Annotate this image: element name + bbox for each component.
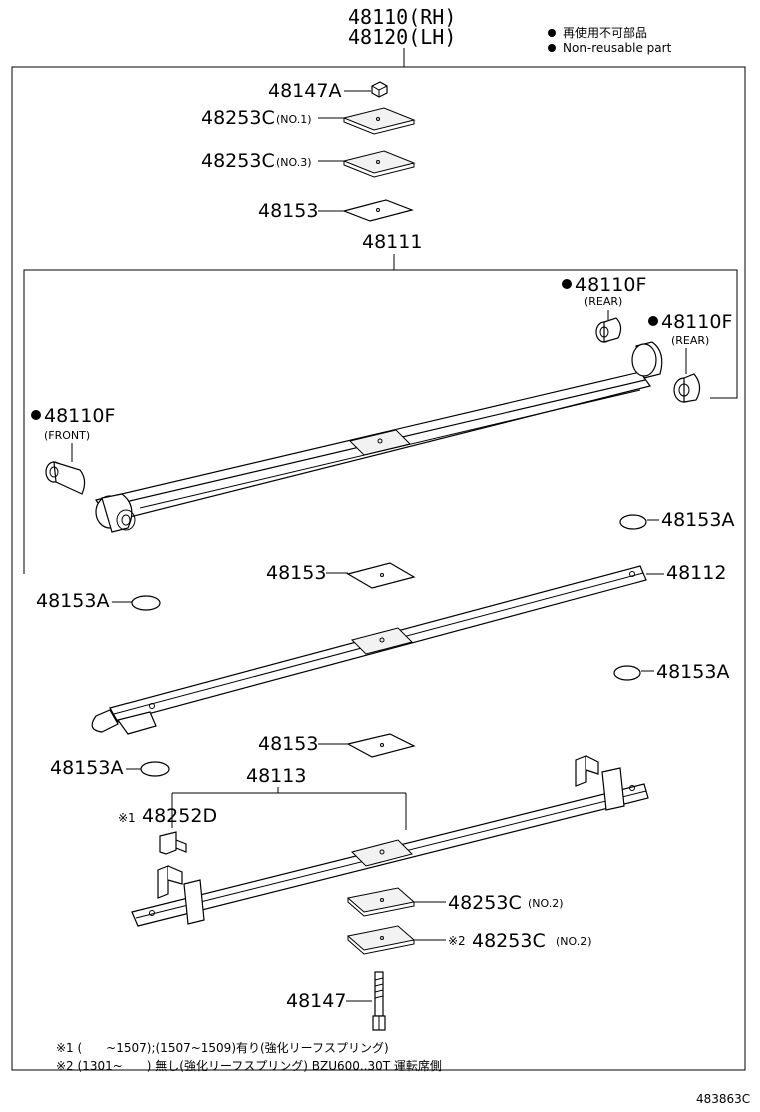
mark-2: ※2 bbox=[448, 934, 466, 948]
part-number-48113[interactable]: 48113 bbox=[246, 765, 306, 787]
leaf-48113 bbox=[131, 755, 649, 927]
figure-id: 483863C bbox=[696, 1092, 750, 1106]
bushing-rear2 bbox=[673, 373, 701, 403]
main-leaf-48111 bbox=[95, 341, 663, 533]
footnote-2: ※2 (1301~ ) 無し(強化リーフスプリング) BZU600..30T 運… bbox=[56, 1058, 442, 1073]
part-number-48253C-no2b[interactable]: 48253C bbox=[472, 930, 546, 952]
part-number-48153A-l2[interactable]: 48153A bbox=[50, 757, 123, 779]
washer-48153A-l2 bbox=[140, 761, 170, 777]
insert-plate-top bbox=[342, 199, 414, 222]
label-front: (FRONT) bbox=[44, 429, 90, 442]
part-number-48110F-rear2[interactable]: 48110F bbox=[661, 311, 732, 333]
part-number-48147A[interactable]: 48147A bbox=[268, 80, 341, 102]
part-number-48253C-no3[interactable]: 48253C bbox=[201, 150, 275, 172]
non-reusable-dot-icon bbox=[548, 29, 556, 37]
mark-1: ※1 bbox=[118, 811, 136, 825]
part-number-48253C-no2a[interactable]: 48253C bbox=[448, 892, 522, 914]
label-no1: (NO.1) bbox=[276, 113, 312, 126]
washer-48153A-r2 bbox=[613, 665, 641, 681]
part-number-48110F-rear1[interactable]: 48110F bbox=[575, 274, 646, 296]
clip-48252D bbox=[159, 831, 187, 855]
non-reusable-dot-icon bbox=[648, 316, 658, 326]
part-number-48253C-no1[interactable]: 48253C bbox=[201, 107, 275, 129]
non-reusable-dot-icon bbox=[548, 44, 556, 52]
part-number-48153-top[interactable]: 48153 bbox=[258, 200, 318, 222]
label-rear1: (REAR) bbox=[584, 295, 622, 308]
part-number-48110F-front[interactable]: 48110F bbox=[44, 405, 115, 427]
footnote-1: ※1 ( ~1507);(1507~1509)有り(強化リーフスプリング) bbox=[56, 1041, 389, 1055]
legend-en: Non-reusable part bbox=[563, 41, 672, 55]
part-number-lh[interactable]: 48120(LH) bbox=[348, 25, 456, 49]
part-number-48153A-r1[interactable]: 48153A bbox=[661, 509, 734, 531]
part-number-48153-mid[interactable]: 48153 bbox=[266, 562, 326, 584]
part-number-48252D[interactable]: 48252D bbox=[142, 805, 217, 827]
washer-48153A-l1 bbox=[131, 595, 161, 611]
part-number-48147[interactable]: 48147 bbox=[286, 990, 346, 1012]
label-rear2: (REAR) bbox=[671, 334, 709, 347]
leaf-assembly-frame bbox=[23, 269, 738, 574]
part-number-48153A-r2[interactable]: 48153A bbox=[656, 661, 729, 683]
legend-jp: 再使用不可部品 bbox=[563, 25, 647, 40]
assembly-frame bbox=[11, 66, 746, 1071]
bushing-rear1 bbox=[595, 317, 622, 343]
part-number-rh[interactable]: 48110(RH) bbox=[348, 5, 456, 29]
part-number-48153A-l1[interactable]: 48153A bbox=[36, 590, 109, 612]
part-number-48153-low[interactable]: 48153 bbox=[258, 733, 318, 755]
non-reusable-dot-icon bbox=[31, 410, 41, 420]
bushing-front bbox=[45, 461, 86, 495]
part-number-48112[interactable]: 48112 bbox=[666, 562, 726, 584]
label-no2a: (NO.2) bbox=[528, 897, 564, 910]
washer-48153A-r1 bbox=[619, 514, 647, 530]
leaf-48112 bbox=[91, 565, 647, 735]
label-no3: (NO.3) bbox=[276, 156, 312, 169]
label-no2b: (NO.2) bbox=[556, 935, 592, 948]
part-number-48111[interactable]: 48111 bbox=[362, 231, 422, 253]
non-reusable-dot-icon bbox=[562, 279, 572, 289]
center-bolt-48147 bbox=[372, 971, 386, 1031]
